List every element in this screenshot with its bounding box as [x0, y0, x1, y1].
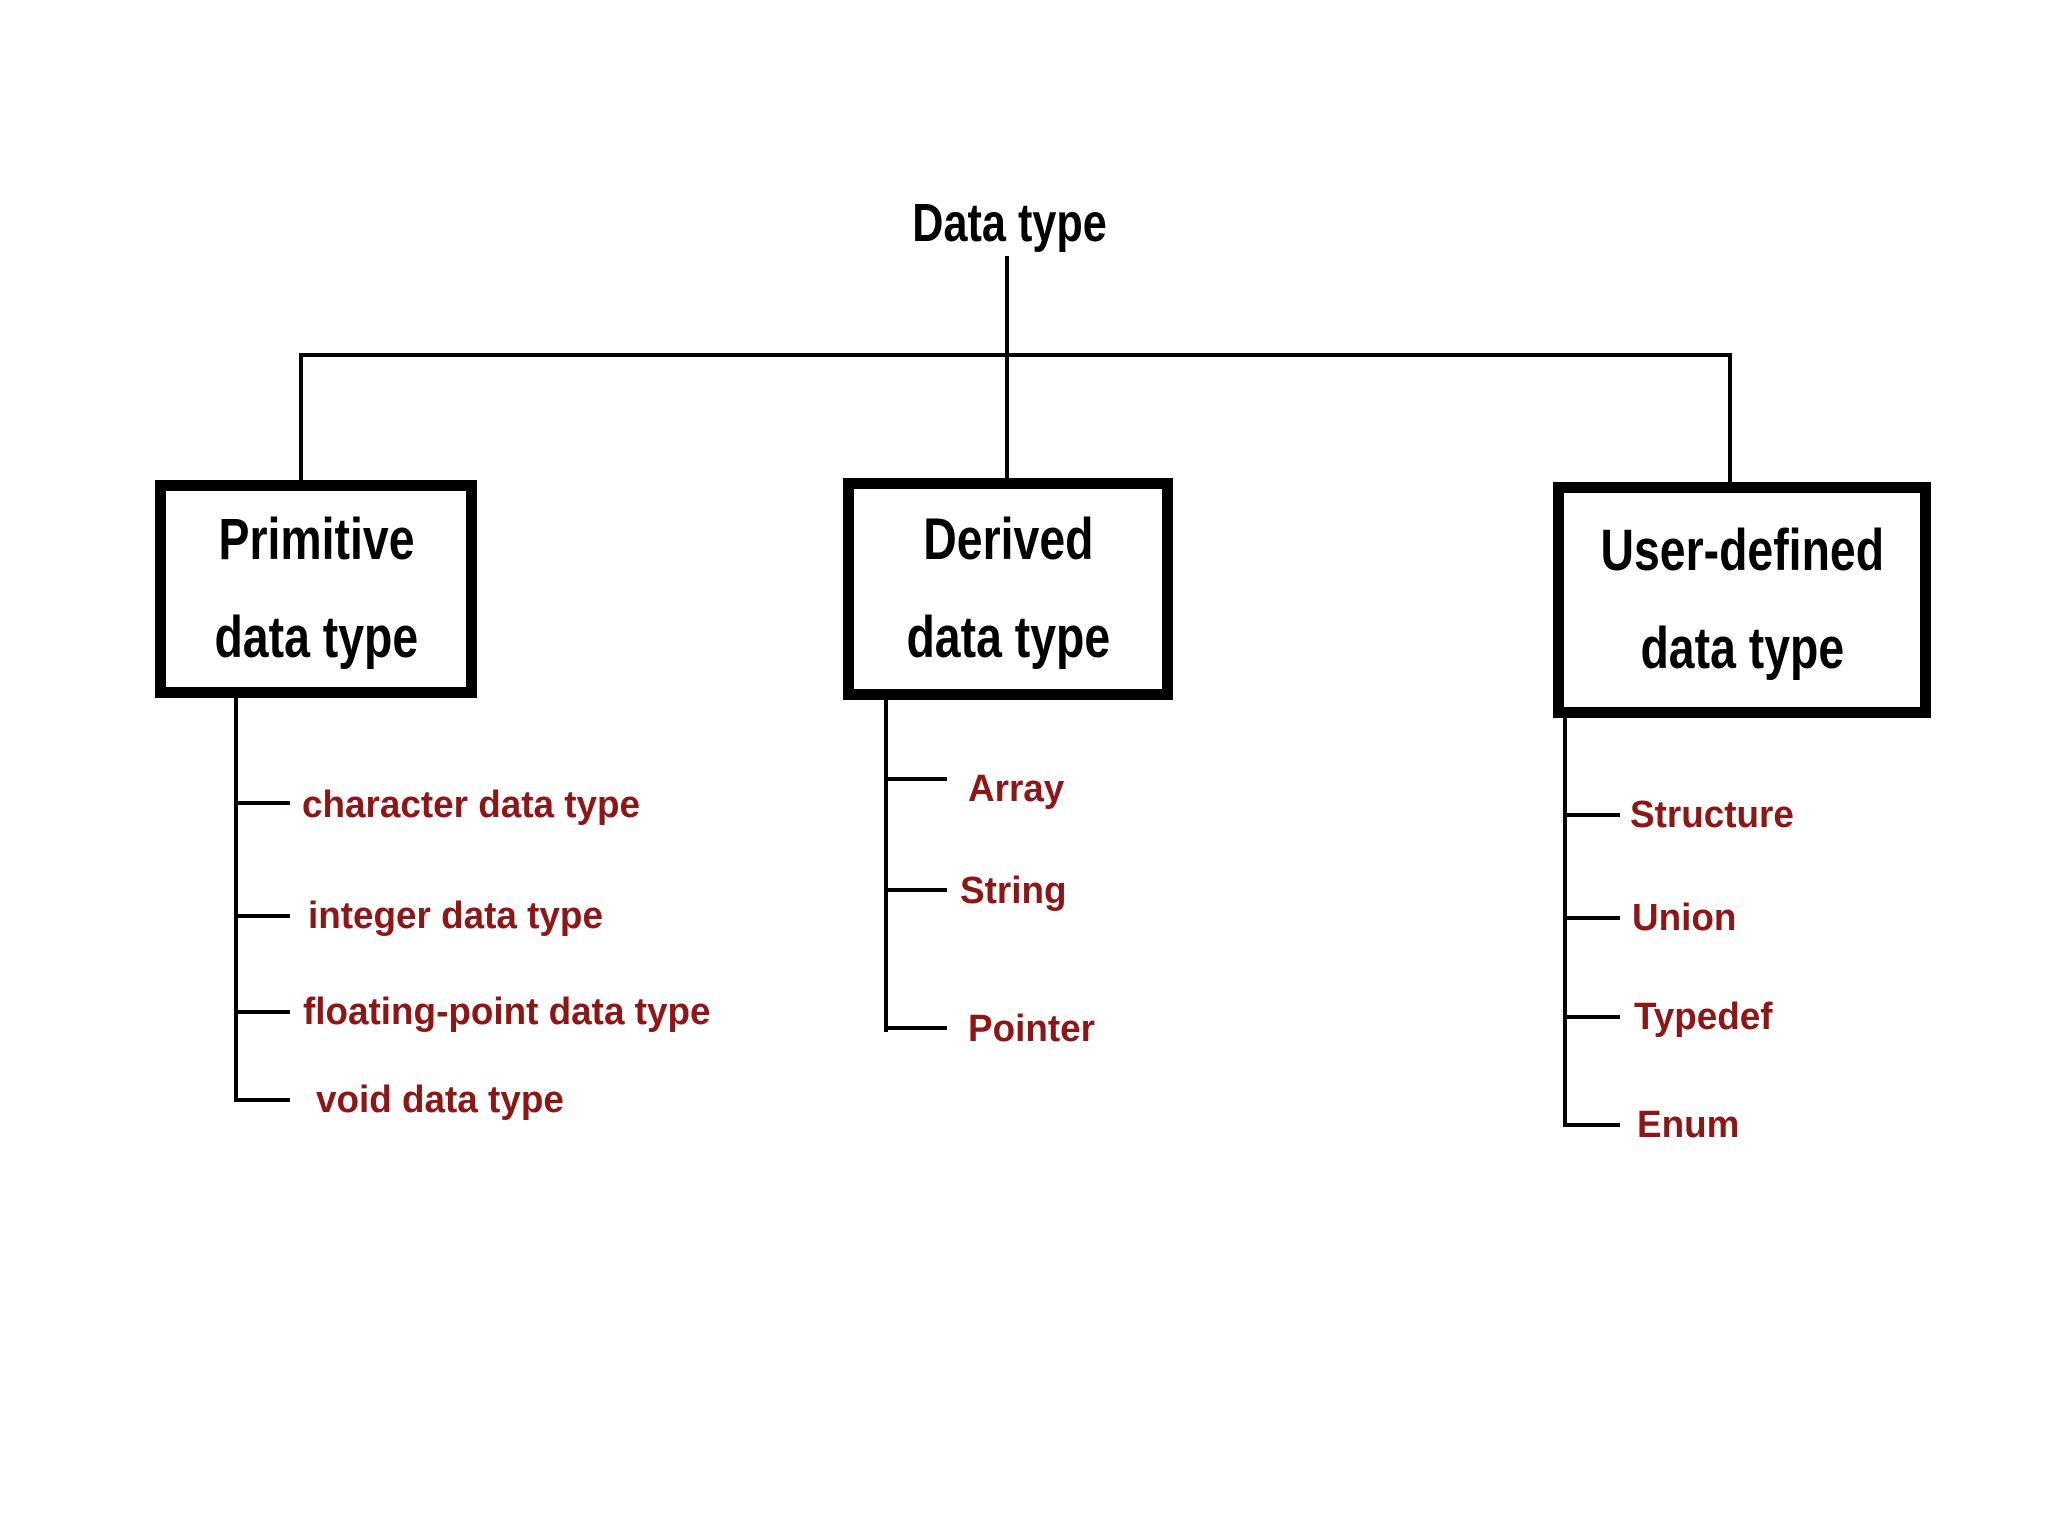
root-node-label: Data type [860, 192, 1160, 254]
tick-floating-point-data-type [234, 1010, 290, 1014]
leaf-structure: Structure [1630, 794, 1794, 836]
branch-stem-user-defined [1563, 716, 1567, 1127]
tick-array [884, 777, 947, 781]
node-derived-data-type: Derived data type [843, 478, 1173, 700]
tick-string [884, 888, 947, 892]
tick-pointer [884, 1026, 947, 1030]
branch-stem-derived [884, 698, 888, 1032]
node-primitive-data-type: Primitive data type [155, 480, 477, 698]
connector-drop-derived [1005, 353, 1009, 480]
branch-stem-primitive [234, 696, 238, 1102]
leaf-typedef: Typedef [1634, 996, 1773, 1038]
tick-typedef [1563, 1015, 1620, 1019]
leaf-union: Union [1632, 897, 1737, 939]
connector-root-stem [1005, 256, 1009, 355]
leaf-array: Array [968, 768, 1065, 810]
leaf-pointer: Pointer [968, 1008, 1095, 1050]
leaf-character-data-type: character data type [302, 784, 641, 826]
leaf-string: String [960, 870, 1067, 912]
node-primitive-line1: Primitive [218, 507, 414, 572]
tick-structure [1563, 813, 1620, 817]
tick-void-data-type [234, 1098, 290, 1102]
tick-character-data-type [234, 801, 290, 805]
node-user-defined-line2: data type [1640, 616, 1844, 681]
connector-drop-primitive [299, 353, 303, 482]
node-user-defined-data-type: User-defined data type [1553, 482, 1931, 718]
node-derived-line1: Derived [922, 507, 1094, 572]
node-derived-line2: data type [906, 605, 1110, 670]
tick-union [1563, 916, 1620, 920]
root-node-text: Data type [912, 193, 1108, 253]
leaf-enum: Enum [1637, 1104, 1740, 1146]
node-primitive-line2: data type [214, 605, 418, 670]
connector-horizontal [299, 353, 1732, 357]
leaf-floating-point-data-type: floating-point data type [303, 991, 711, 1033]
leaf-void-data-type: void data type [316, 1079, 564, 1121]
tick-integer-data-type [234, 914, 290, 918]
leaf-integer-data-type: integer data type [308, 895, 603, 937]
node-user-defined-line1: User-defined [1600, 518, 1884, 583]
tick-enum [1563, 1123, 1620, 1127]
connector-drop-user-defined [1728, 353, 1732, 484]
